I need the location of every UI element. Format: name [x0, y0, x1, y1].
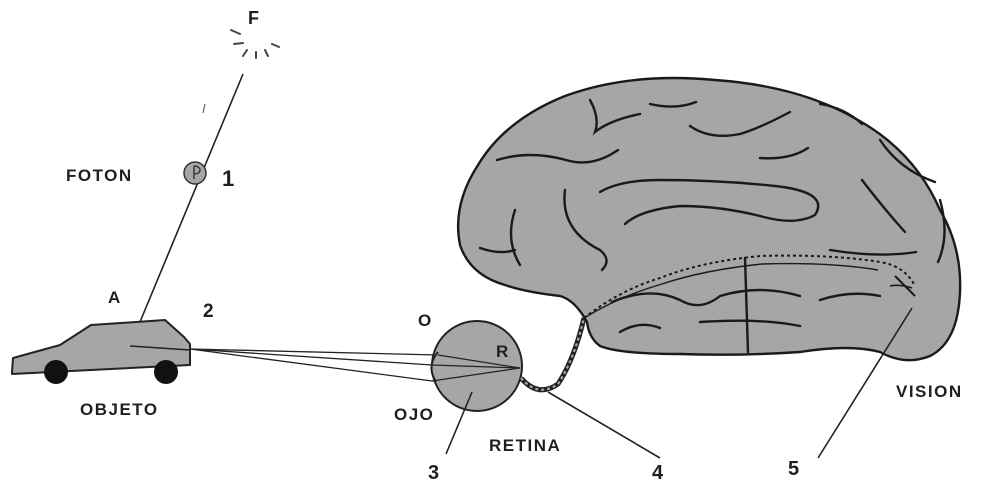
source-label: F: [248, 8, 261, 29]
photon-label: FOTON: [66, 166, 133, 186]
photon-tick: [203, 104, 205, 113]
number-2-label: 2: [203, 301, 214, 323]
number-4-label: 4: [652, 462, 663, 485]
object-label: OBJETO: [80, 400, 159, 420]
brain-icon: [458, 78, 960, 360]
car-icon: [12, 320, 190, 384]
point-a-label: A: [108, 288, 122, 308]
vision-label: VISION: [896, 382, 963, 402]
optic-nerve: [521, 318, 584, 390]
eye-icon: [431, 321, 522, 411]
point-r-label: R: [496, 342, 510, 362]
photon-icon: [184, 162, 206, 184]
retina-label: RETINA: [489, 436, 561, 456]
light-source-icon: [231, 30, 279, 58]
number-5-label: 5: [788, 458, 799, 481]
photon-path-line: [130, 74, 243, 346]
point-o-label: O: [418, 311, 433, 331]
eye-label: OJO: [394, 405, 434, 425]
number-1-label: 1: [222, 166, 234, 192]
number-3-label: 3: [428, 462, 439, 485]
